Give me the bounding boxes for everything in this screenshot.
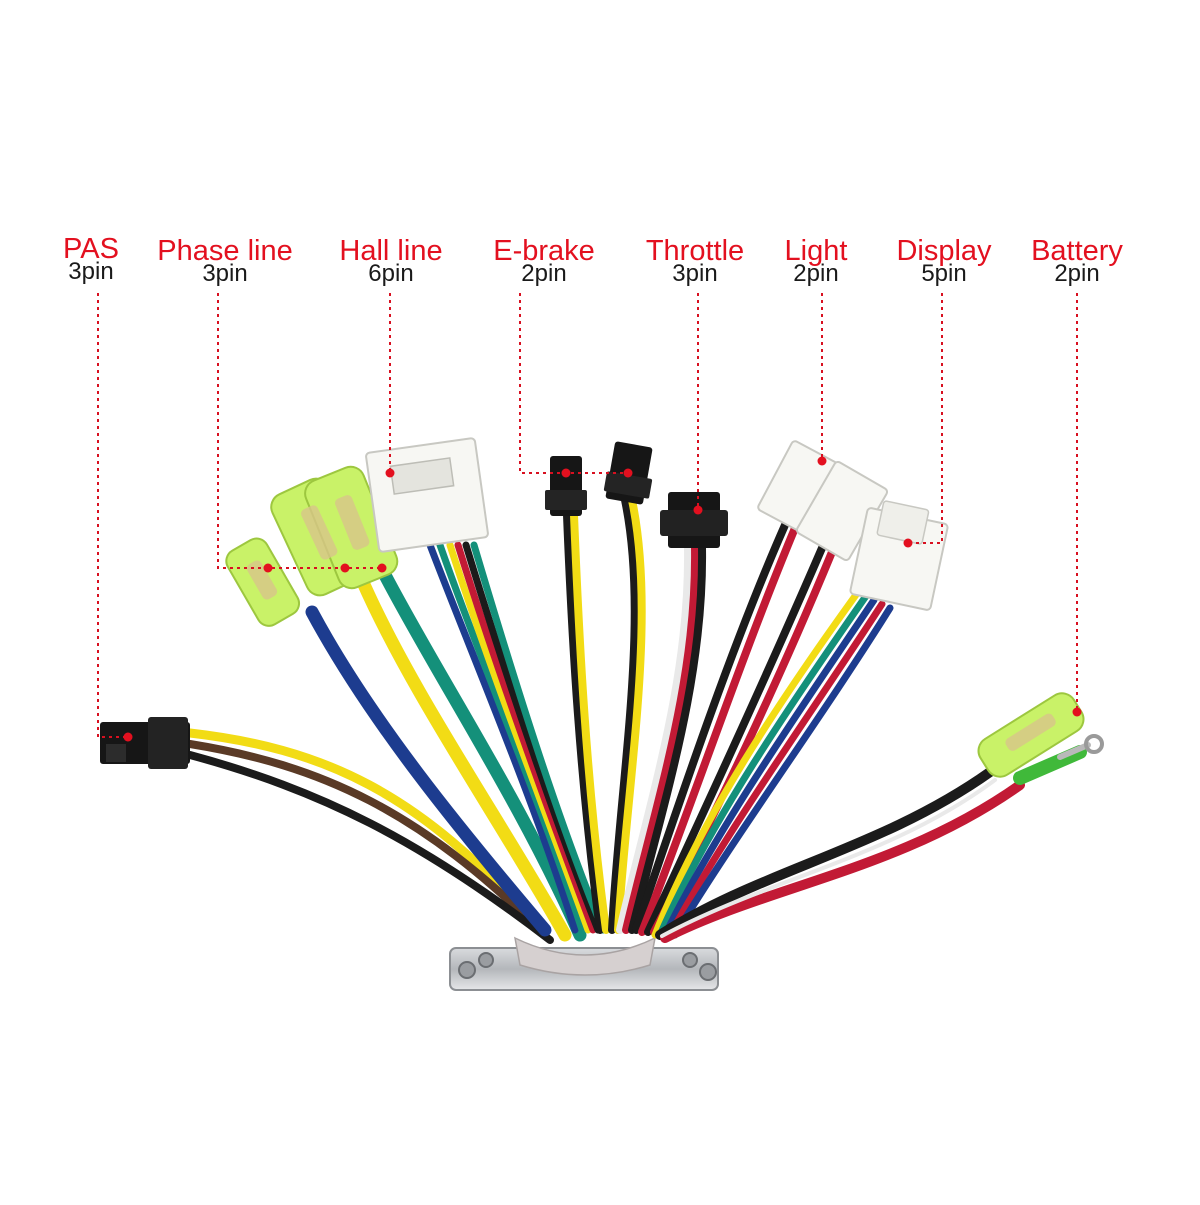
light-marker xyxy=(817,456,827,466)
phase-line-marker-3 xyxy=(377,563,387,573)
label-light-name: Light xyxy=(784,235,848,267)
label-phase-line: Phase line 3pin xyxy=(157,236,292,286)
label-phase-line-name: Phase line xyxy=(157,235,293,267)
label-hall-line-name: Hall line xyxy=(339,235,443,267)
throttle-connector xyxy=(660,492,728,548)
connectors xyxy=(100,437,1104,785)
phase-line-marker-1 xyxy=(263,563,273,573)
label-throttle-pins: 3pin xyxy=(672,260,718,287)
phase-line-marker-2 xyxy=(340,563,350,573)
pas-connector xyxy=(100,717,190,769)
e-brake-leader xyxy=(519,293,628,474)
label-hall-line-pins: 6pin xyxy=(368,260,414,287)
label-e-brake-name: E-brake xyxy=(493,235,595,267)
label-display-name: Display xyxy=(896,235,992,267)
label-battery-pins: 2pin xyxy=(1054,260,1100,287)
display-connector xyxy=(849,500,949,611)
label-display: Display 5pin xyxy=(896,236,991,286)
hall-line-marker xyxy=(385,468,395,478)
label-hall-line: Hall line 6pin xyxy=(339,236,442,286)
label-display-pins: 5pin xyxy=(921,260,967,287)
phase-line-leader xyxy=(217,293,382,569)
leader-lines xyxy=(97,293,1078,738)
label-light: Light 2pin xyxy=(785,236,848,286)
label-phase-line-pins: 3pin xyxy=(202,260,248,287)
controller-base-plate xyxy=(449,936,719,991)
pas-leader xyxy=(97,293,128,738)
pas-marker xyxy=(123,732,133,742)
hall-line-connector xyxy=(365,437,489,553)
label-pas: PAS 3pin xyxy=(63,234,119,284)
label-pas-pins: 3pin xyxy=(68,258,114,285)
display-leader xyxy=(908,293,943,544)
e-brake-marker-2 xyxy=(623,468,633,478)
label-battery: Battery 2pin xyxy=(1031,236,1123,286)
battery-connectors xyxy=(977,692,1104,785)
marker-dots xyxy=(123,456,1082,742)
label-pas-name: PAS xyxy=(63,233,119,265)
label-throttle: Throttle 3pin xyxy=(646,236,744,286)
label-e-brake-pins: 2pin xyxy=(521,260,567,287)
e-brake-marker-1 xyxy=(561,468,571,478)
label-battery-name: Battery xyxy=(1031,235,1123,267)
label-e-brake: E-brake 2pin xyxy=(493,236,595,286)
label-throttle-name: Throttle xyxy=(645,235,745,267)
battery-marker xyxy=(1072,707,1082,717)
display-marker xyxy=(903,538,913,548)
throttle-marker xyxy=(693,505,703,515)
label-light-pins: 2pin xyxy=(793,260,839,287)
wire-bundle xyxy=(185,496,1025,944)
